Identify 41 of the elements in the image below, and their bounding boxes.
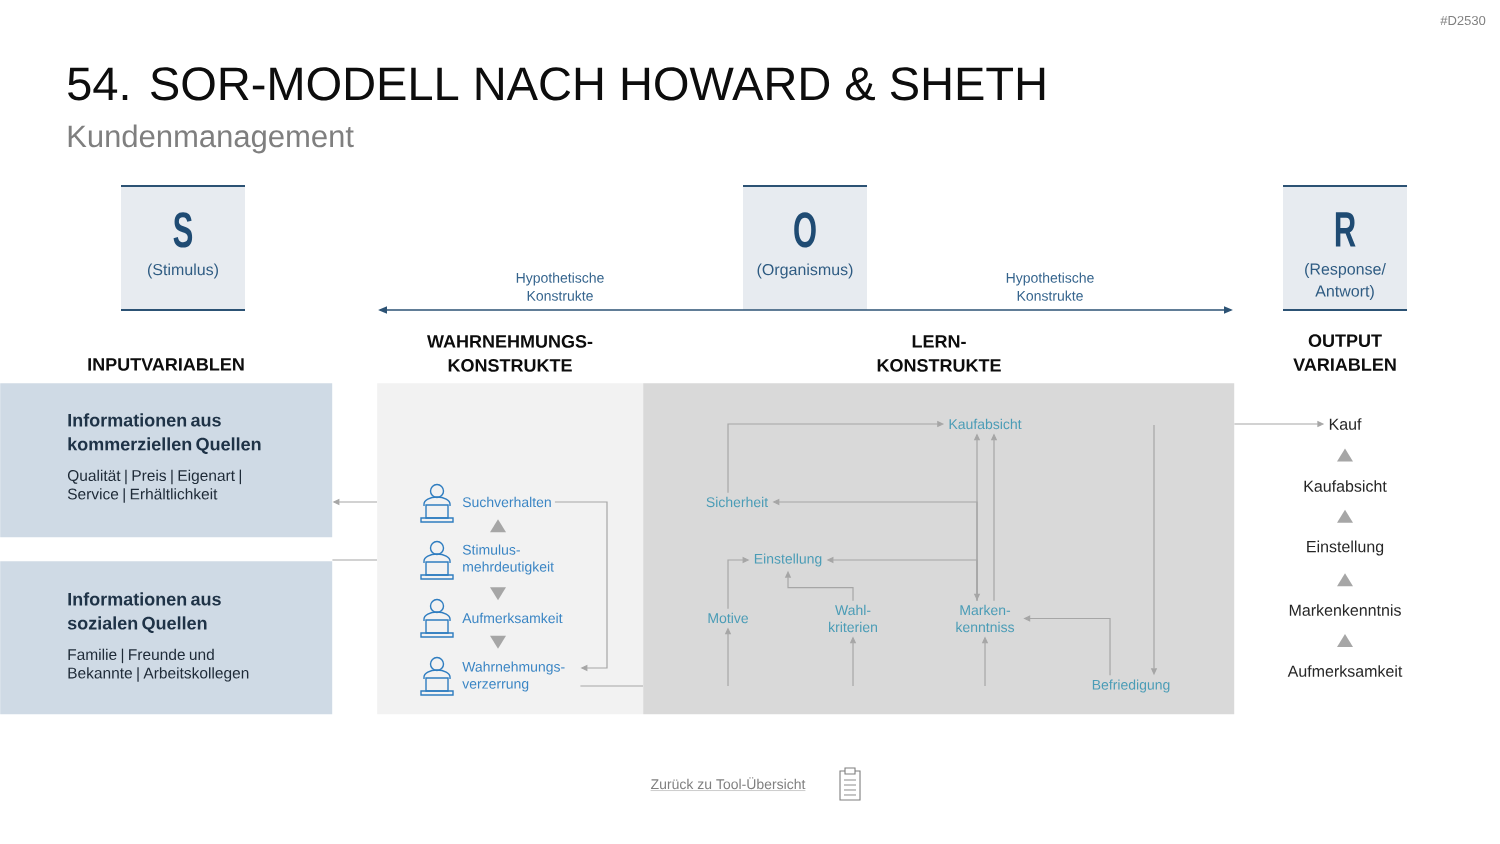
output-label: Kauf [1329, 418, 1362, 430]
panel-heading: LERN- KONSTRUKTE [877, 335, 1001, 372]
triangle-arrow [490, 519, 506, 533]
construct-label: Befriedigung [1092, 679, 1170, 693]
connector-line [331, 559, 378, 561]
back-link: Zurück zu Tool-Übersicht [650, 777, 806, 791]
construct-label: Aufmerksamkeit [462, 612, 563, 624]
triangle-arrow [490, 587, 506, 601]
axis-caption: Hypothetische Konstrukte [516, 272, 604, 301]
construct-label: Suchverhalten [462, 496, 551, 508]
subtitle: Kundenmanagement [68, 124, 354, 154]
arrow [554, 501, 608, 672]
output-label: Einstellung [1307, 540, 1384, 556]
triangle-arrow [1337, 634, 1353, 647]
triangle-arrow [1337, 509, 1353, 523]
triangle-arrow [1337, 448, 1353, 462]
letter-box: O (Organismus) [742, 185, 868, 310]
construct-label: Motive [708, 612, 748, 624]
construct-label: Wahrnehmungs- verzerrung [462, 661, 565, 692]
connector-line [579, 685, 644, 687]
triangle-arrow [490, 635, 506, 649]
title: 54. SOR-MODELL NACH HOWARD & SHETH [68, 67, 1045, 101]
construct-label: Stimulus- mehrdeutigkeit [462, 544, 554, 575]
column-heading: INPUTVARIABLEN [88, 358, 244, 371]
construct-label: Sicherheit [706, 496, 769, 508]
axis-caption: Hypothetische Konstrukte [1006, 272, 1094, 301]
output-label: Markenkenntnis [1289, 604, 1401, 616]
construct-label: Marken- kenntniss [956, 604, 1015, 633]
output-label: Aufmerksamkeit [1287, 665, 1403, 677]
info-box: Informationen aus sozialen Quellen Familie | Freunde und Bekannte | Arbeitskollegen [0, 561, 333, 715]
construct-label: Einstellung [754, 553, 822, 567]
construct-label: Kaufabsicht [949, 418, 1022, 430]
panel-heading: WAHRNEHMUNGS- KONSTRUKTE [427, 335, 593, 372]
letter-box: S (Stimulus) [120, 185, 246, 311]
info-box: Informationen aus kommerziellen Quellen Qualität | Preis | Eigenart | Service | Erhältlichkeit [0, 383, 333, 538]
output-label: Kaufabsicht [1304, 480, 1387, 492]
letter-box: R (Response/ Antwort) [1282, 185, 1408, 311]
triangle-arrow [1337, 573, 1353, 587]
construct-label: Wahl- kriterien [829, 604, 877, 633]
slide-code: #D2530 [1440, 15, 1486, 26]
column-heading: OUTPUT VARIABLEN [1293, 334, 1396, 371]
